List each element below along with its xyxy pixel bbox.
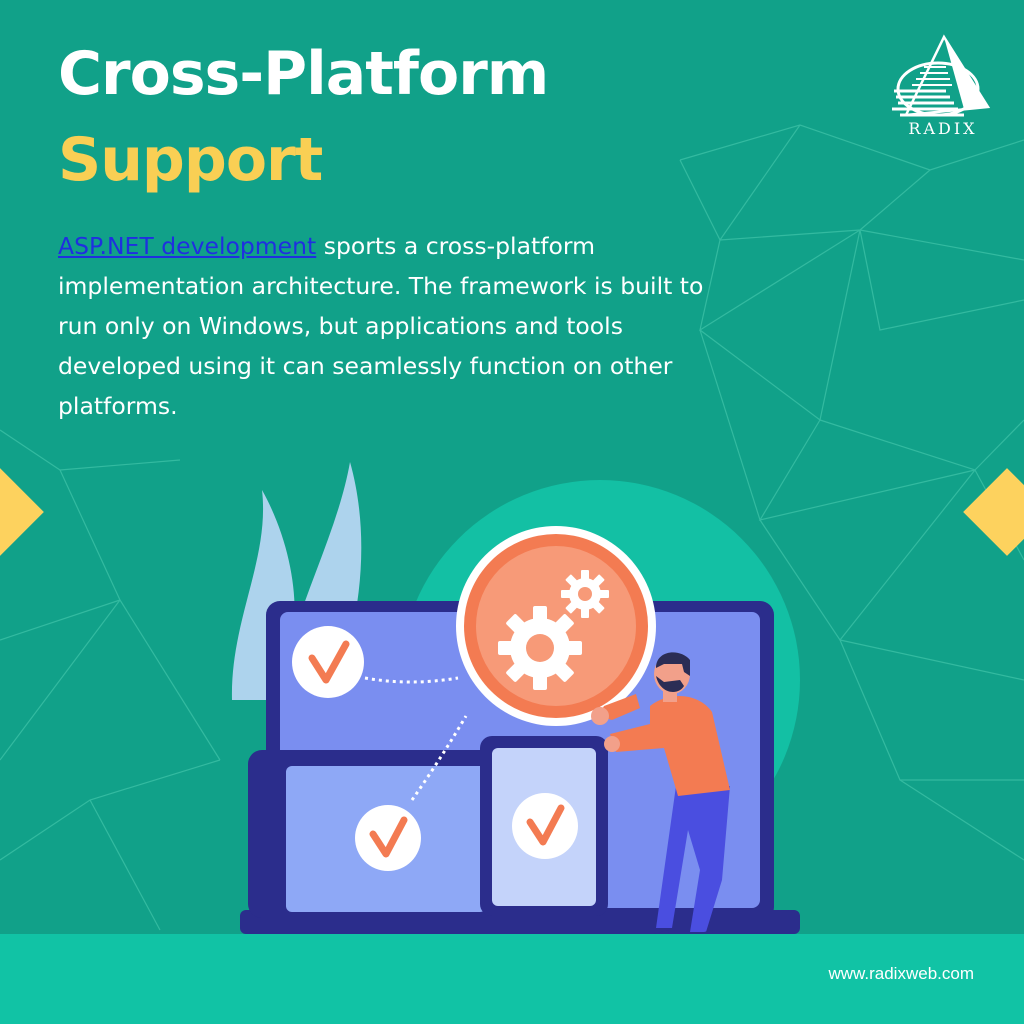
gear-icon xyxy=(561,570,609,618)
footer-website-url[interactable]: www.radixweb.com xyxy=(828,964,975,983)
radix-logo-icon xyxy=(892,34,991,117)
title-line-1: Cross-Platform xyxy=(58,39,549,109)
checkmark-icon xyxy=(292,626,364,698)
radix-logo-text: RADIX xyxy=(908,119,978,138)
body-paragraph: ASP.NET development sports a cross-platf… xyxy=(58,226,738,426)
asp-net-link[interactable]: ASP.NET development xyxy=(58,232,317,260)
body-text: sports a cross-platform implementation a… xyxy=(58,232,704,420)
checkmark-icon xyxy=(512,793,578,859)
checkmark-icon xyxy=(355,805,421,871)
gear-icon xyxy=(498,606,582,690)
dotted-connector xyxy=(364,676,459,684)
footer-bar: www.radixweb.com xyxy=(0,934,1024,1024)
dotted-connector xyxy=(410,715,468,801)
title-line-2: Support xyxy=(58,125,323,195)
